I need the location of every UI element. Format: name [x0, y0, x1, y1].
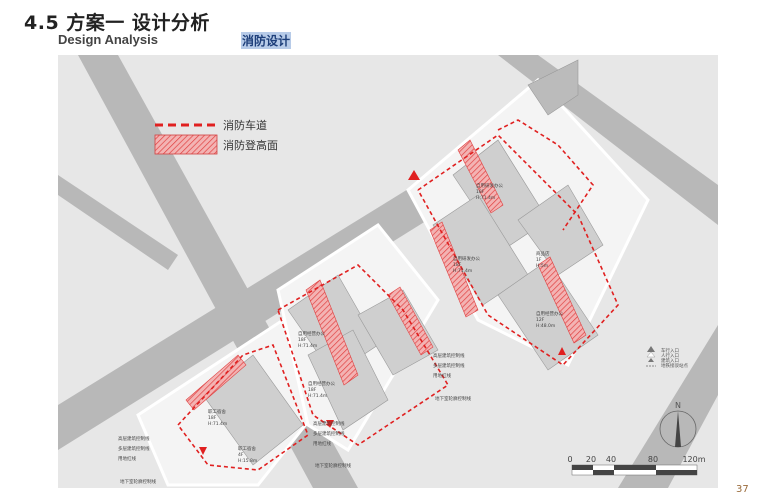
- legend-fire-platform: 消防登高面: [223, 138, 278, 152]
- svg-text:建筑入口: 建筑入口: [661, 357, 679, 364]
- svg-text:120m: 120m: [682, 455, 705, 464]
- north-arrow: N: [659, 401, 697, 448]
- svg-text:高层建筑控制线: 高层建筑控制线: [313, 420, 345, 427]
- control-line-callouts: 高层建筑控制线 多层建筑控制线 用地红线 地下室轮廓控制线 高层建筑控制线 多层…: [118, 352, 471, 485]
- page-subtitle: Design Analysis: [58, 32, 158, 47]
- svg-text:80: 80: [648, 455, 658, 464]
- buildings-massing: [202, 59, 604, 466]
- fire-lanes: [177, 119, 619, 471]
- svg-text:地下室轮廓控制线: 地下室轮廓控制线: [435, 395, 471, 402]
- svg-text:多层建筑控制线: 多层建筑控制线: [313, 430, 345, 437]
- page-title: 4.5 方案一 设计分析: [24, 12, 210, 34]
- svg-text:多层建筑控制线: 多层建筑控制线: [433, 362, 465, 369]
- svg-text:用地红线: 用地红线: [313, 440, 331, 447]
- svg-text:用地红线: 用地红线: [118, 455, 136, 462]
- page-number: 37: [736, 484, 749, 495]
- svg-text:高层建筑控制线: 高层建筑控制线: [433, 352, 465, 359]
- legend: 消防车道 消防登高面: [154, 118, 278, 155]
- svg-text:多层建筑控制线: 多层建筑控制线: [118, 445, 150, 452]
- fire-platform-swatch: [154, 134, 218, 155]
- svg-text:40: 40: [606, 455, 616, 464]
- svg-text:0: 0: [567, 455, 572, 464]
- entry-arrows: [199, 170, 566, 455]
- entry-legend: 车行入口 人行入口 建筑入口 地铁接驳站点: [646, 346, 688, 369]
- svg-text:地下室轮廓控制线: 地下室轮廓控制线: [120, 478, 156, 485]
- svg-text:车行入口: 车行入口: [661, 347, 679, 354]
- svg-text:用地红线: 用地红线: [433, 372, 451, 379]
- svg-text:人行入口: 人行入口: [661, 352, 679, 359]
- section-tag: 消防设计: [241, 32, 292, 49]
- svg-text:N: N: [675, 401, 681, 410]
- svg-text:地下室轮廓控制线: 地下室轮廓控制线: [315, 462, 351, 469]
- scale-bar: 0 20 40 80 120m: [567, 455, 706, 476]
- svg-text:20: 20: [586, 455, 596, 464]
- legend-fire-lane: 消防车道: [223, 118, 267, 132]
- svg-text:高层建筑控制线: 高层建筑控制线: [118, 435, 150, 442]
- svg-text:地铁接驳站点: 地铁接驳站点: [661, 362, 688, 369]
